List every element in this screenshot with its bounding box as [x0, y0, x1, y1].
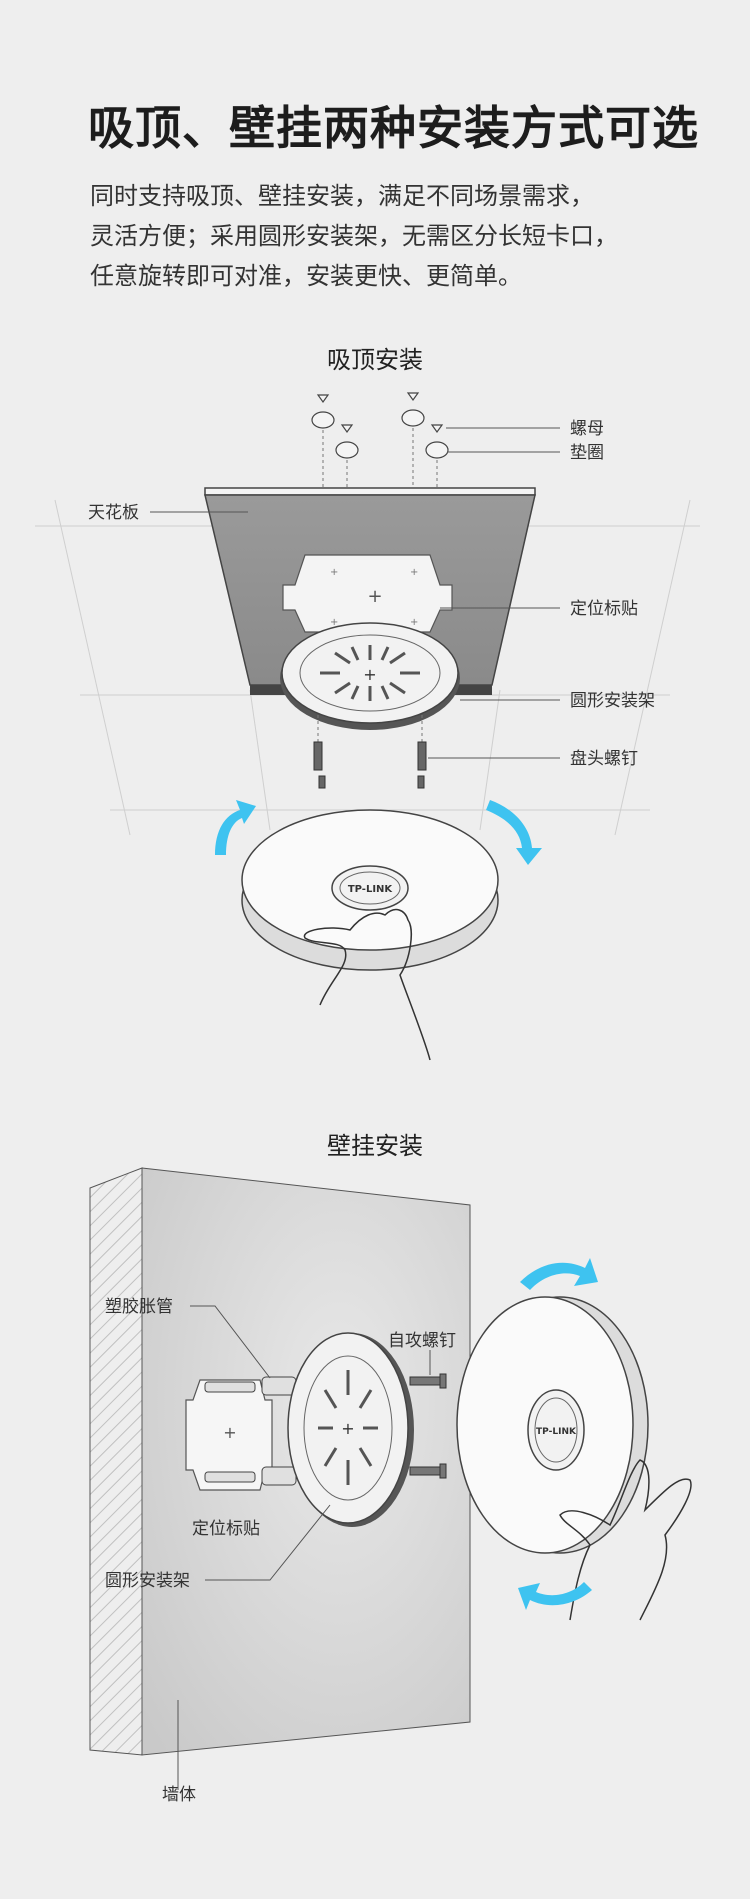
label-washer: 垫圈 — [570, 443, 604, 463]
rotate-arrow-top-icon — [520, 1258, 598, 1290]
page-title: 吸顶、壁挂两种安装方式可选 — [88, 101, 699, 155]
ceiling-brand-logo: TP-LINK — [348, 884, 394, 895]
svg-text:+: + — [367, 586, 382, 607]
label-ceiling-board: 天花板 — [88, 503, 139, 523]
pan-head-screws — [313, 741, 427, 789]
description: 同时支持吸顶、壁挂安装，满足不同场景需求， 灵活方便；采用圆形安装架，无需区分长… — [90, 176, 690, 296]
ceiling-section-title: 吸顶安装 — [327, 346, 423, 374]
wall-access-point: TP-LINK — [456, 1296, 649, 1554]
wall-brand-logo: TP-LINK — [536, 1427, 577, 1437]
wall-section-title: 壁挂安装 — [327, 1132, 423, 1160]
svg-text:+: + — [363, 665, 376, 684]
ceiling-hardware — [311, 392, 449, 459]
svg-text:+: + — [341, 1419, 354, 1438]
rotate-arrow-right-icon — [486, 800, 542, 865]
ceiling-hand-illustration — [303, 908, 431, 1061]
description-line: 同时支持吸顶、壁挂安装，满足不同场景需求， — [90, 182, 594, 210]
perspective-lines — [35, 499, 700, 836]
wall-diagram: + — [89, 1167, 692, 1805]
wall-positioning-sticker: + — [185, 1379, 273, 1491]
ceiling-round-bracket: + — [280, 622, 460, 730]
svg-text:+: + — [330, 617, 338, 628]
self-tapping-screws — [409, 1373, 447, 1479]
svg-text:+: + — [410, 567, 418, 578]
wall-callouts — [177, 1305, 431, 1790]
wall-round-bracket: + — [287, 1332, 414, 1527]
label-round-bracket: 圆形安装架 — [570, 691, 655, 711]
label-wall-round-bracket: 圆形安装架 — [105, 1571, 190, 1591]
svg-text:+: + — [330, 567, 338, 578]
ceiling-diagram: + + + + + — [35, 392, 700, 1061]
svg-text:+: + — [223, 1423, 236, 1442]
label-nut: 螺母 — [570, 419, 604, 439]
label-wall: 墙体 — [162, 1785, 196, 1805]
label-wall-positioning-sticker: 定位标贴 — [192, 1519, 260, 1539]
ceiling-positioning-sticker: + + + + + — [282, 554, 453, 633]
wall — [89, 1167, 471, 1756]
label-self-tapping-screw: 自攻螺钉 — [388, 1331, 456, 1351]
rotate-arrow-left-icon — [215, 800, 256, 855]
wall-hand-illustration — [559, 1459, 692, 1621]
label-plastic-anchor: 塑胶胀管 — [105, 1297, 173, 1317]
description-line: 任意旋转即可对准，安装更快、更简单。 — [90, 262, 522, 290]
label-pan-head-screw: 盘头螺钉 — [570, 749, 638, 769]
ceiling-callouts — [150, 427, 560, 759]
rotate-arrow-bottom-icon — [518, 1582, 592, 1610]
svg-text:+: + — [410, 617, 418, 628]
ceiling-access-point: TP-LINK — [241, 809, 499, 971]
label-positioning-sticker: 定位标贴 — [570, 599, 638, 619]
description-line: 灵活方便；采用圆形安装架，无需区分长短卡口， — [90, 222, 618, 250]
